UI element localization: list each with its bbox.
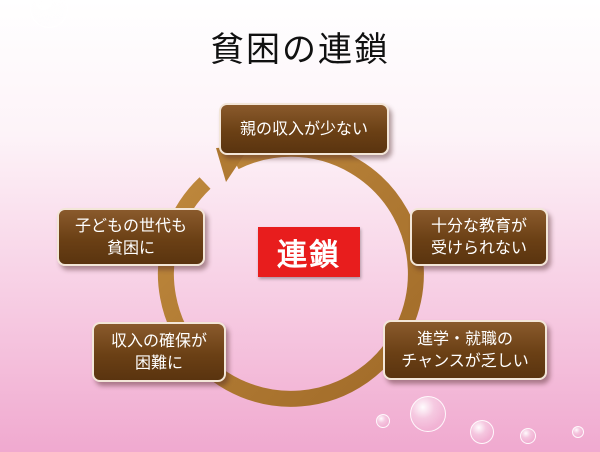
node-label: 進学・就職の チャンスが乏しい bbox=[401, 329, 529, 370]
node-label: 十分な教育が 受けられない bbox=[430, 216, 527, 257]
cycle-arrowhead bbox=[216, 146, 250, 182]
node-next-generation: 子どもの世代も 貧困に bbox=[57, 208, 205, 266]
page-title: 貧困の連鎖 bbox=[210, 30, 390, 70]
node-income-difficulty: 収入の確保が 困難に bbox=[92, 322, 226, 382]
node-career: 進学・就職の チャンスが乏しい bbox=[383, 320, 547, 380]
cycle-ring bbox=[157, 140, 424, 407]
bubble-decoration bbox=[376, 414, 390, 428]
node-label: 子どもの世代も 貧困に bbox=[74, 216, 187, 257]
node-label: 親の収入が少ない bbox=[239, 119, 368, 138]
bubble-decoration bbox=[470, 420, 494, 444]
bubble-decoration bbox=[520, 428, 536, 444]
center-label: 連鎖 bbox=[258, 227, 360, 277]
node-label: 収入の確保が 困難に bbox=[110, 331, 207, 372]
node-parent-income: 親の収入が少ない bbox=[219, 103, 389, 155]
bubble-decoration bbox=[572, 426, 584, 438]
bubble-decoration bbox=[410, 396, 446, 432]
node-education: 十分な教育が 受けられない bbox=[410, 208, 548, 266]
